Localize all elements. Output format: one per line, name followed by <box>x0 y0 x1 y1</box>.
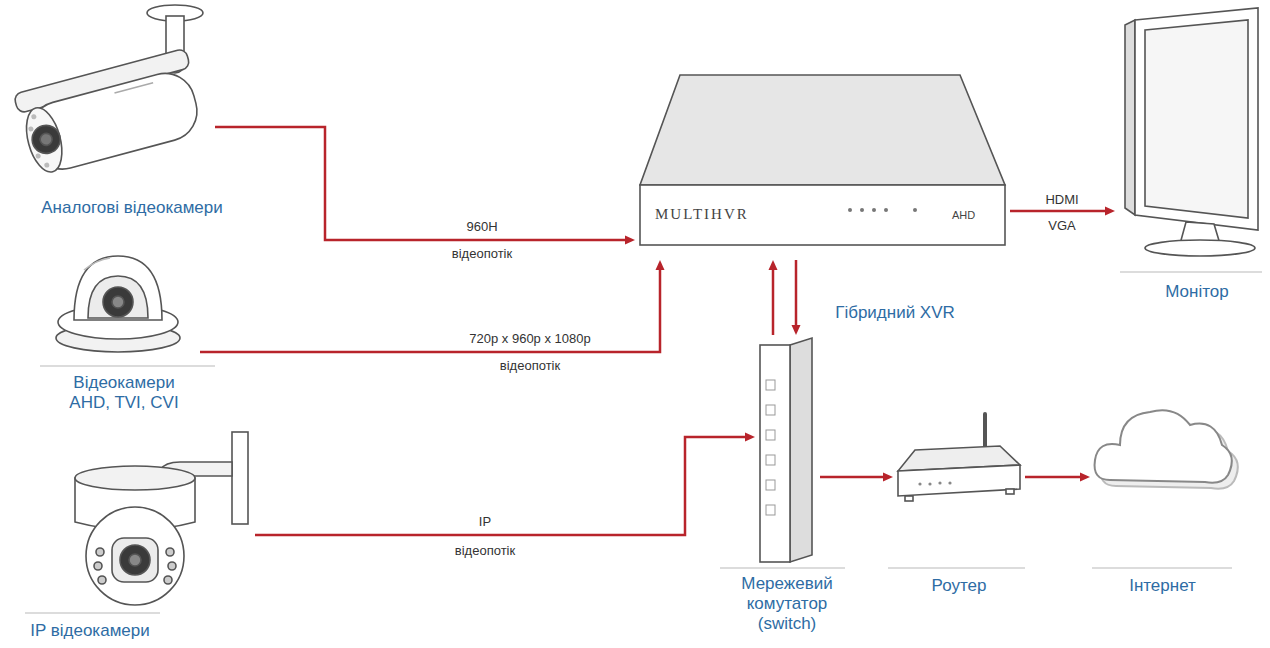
stream-label-holder: HDMI <box>942 192 1182 208</box>
stream-note-holder: відеопотік <box>410 358 650 374</box>
router-illustration <box>898 414 1020 501</box>
bullet-camera <box>13 5 207 177</box>
arrow-head <box>769 260 778 270</box>
device-name: Відеокамери AHD, TVI, CVI <box>69 373 178 412</box>
stream-note: відеопотік <box>453 543 517 558</box>
router: Роутер <box>893 410 1025 525</box>
cloud-illustration <box>1095 410 1238 489</box>
device-name: Інтернет <box>1129 576 1196 595</box>
stream-label-holder: 720p x 960p x 1080p <box>410 331 650 347</box>
stream-note: VGA <box>1046 218 1077 233</box>
xvr-box: MULTIHVRAHDГібридний XVR <box>635 60 1010 260</box>
arrow-head <box>883 473 893 482</box>
device-name: Аналогові відеокамери <box>41 198 223 217</box>
arrow-head <box>625 236 635 245</box>
stream-note-holder: відеопотік <box>365 543 605 559</box>
network-switch: Мережевий комутатор (switch) <box>755 335 820 563</box>
device-name-holder: Інтернет <box>1100 576 1225 596</box>
ip-camera: IP відеокамери <box>5 430 255 608</box>
device-name-holder: Гібридний XVR <box>820 303 970 323</box>
device-name: IP відеокамери <box>30 621 149 640</box>
stream-note-holder: VGA <box>942 218 1182 234</box>
signal-connector <box>255 437 747 535</box>
device-name-holder: Роутер <box>900 576 1018 596</box>
arrow-head <box>745 433 755 442</box>
device-name-holder: Аналогові відеокамери <box>12 198 252 218</box>
xvr-recorder <box>640 75 1005 245</box>
brand-name: MULTIHVR <box>655 206 749 222</box>
device-name-holder: Відеокамери AHD, TVI, CVI <box>60 373 188 413</box>
device-name: Монітор <box>1165 282 1228 301</box>
stream-label-holder: IP <box>365 514 605 530</box>
device-name: Роутер <box>932 576 987 595</box>
stream-label: IP <box>477 514 493 529</box>
stream-label-holder: 960H <box>362 219 602 235</box>
signal-connector <box>1025 476 1082 479</box>
switch-illustration <box>760 338 812 562</box>
signal-connector <box>215 127 627 240</box>
dome-camera <box>56 256 180 352</box>
brand-name-holder: MULTIHVR <box>655 205 805 223</box>
device-name-holder: Монітор <box>1137 282 1257 302</box>
badge-text: AHD <box>952 209 975 221</box>
stream-note-holder: відеопотік <box>362 246 602 262</box>
monitor: Монітор <box>1115 4 1263 260</box>
hd-camera: Відеокамери AHD, TVI, CVI <box>50 245 200 360</box>
signal-connector <box>820 476 885 479</box>
internet-cloud: Інтернет <box>1090 395 1235 505</box>
stream-label: 960H <box>464 219 499 234</box>
device-name-holder: IP відеокамери <box>20 621 160 641</box>
monitor-illustration <box>1125 8 1258 256</box>
device-name: Гібридний XVR <box>835 303 955 322</box>
signal-connector <box>1010 210 1107 213</box>
signal-connector <box>200 268 660 352</box>
stream-note: відеопотік <box>498 358 562 373</box>
badge-text-holder: AHD <box>952 209 992 222</box>
device-name: Мережевий комутатор (switch) <box>741 574 832 633</box>
separator-rules <box>25 272 1262 613</box>
stream-note: відеопотік <box>450 246 514 261</box>
signal-connector <box>772 268 775 335</box>
arrow-head <box>1105 207 1115 216</box>
arrow-head <box>656 260 665 270</box>
arrow-head <box>792 325 801 335</box>
signal-connector <box>795 260 798 327</box>
arrow-head <box>1080 473 1090 482</box>
analog-camera: Аналогові відеокамери <box>5 5 215 195</box>
stream-label: 720p x 960p x 1080p <box>467 331 592 346</box>
ptz-camera <box>75 432 248 605</box>
device-name-holder: Мережевий комутатор (switch) <box>728 574 846 634</box>
stream-label: HDMI <box>1043 192 1080 207</box>
